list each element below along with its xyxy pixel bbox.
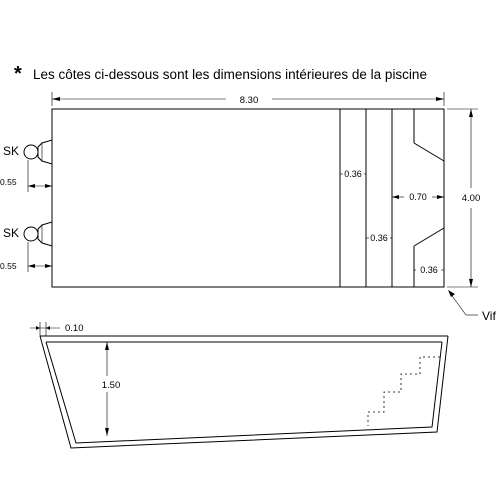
skimmer-offset-2: 0.55 <box>0 261 17 271</box>
pool-outline <box>51 108 445 288</box>
step-dimensions: 0.36 0.36 0.70 0.36 <box>340 169 444 275</box>
corner-leader: Vif <box>448 290 496 323</box>
skimmer-offset-1: 0.55 <box>0 177 17 187</box>
pool-section-inner <box>45 341 443 444</box>
note-text: Les côtes ci-dessous sont les dimensions… <box>33 67 427 82</box>
width-dimension: 4.00 <box>447 108 481 288</box>
step-dim-3: 0.70 <box>409 192 427 202</box>
length-label: 8.30 <box>240 95 259 106</box>
steps-plan <box>339 109 445 287</box>
skimmer-2-icon <box>23 226 39 242</box>
step-dim-2: 0.36 <box>370 233 388 243</box>
section-view: 0.10 1.50 <box>30 322 449 449</box>
wall-thickness-label: 0.10 <box>65 323 84 334</box>
depth-label: 1.50 <box>102 380 121 391</box>
length-dimension: 8.30 <box>51 92 445 106</box>
depth-dimension: 1.50 <box>102 342 121 436</box>
width-label: 4.00 <box>462 193 481 204</box>
skimmer-label-1: SK <box>3 144 19 158</box>
note-asterisk: * <box>14 63 22 85</box>
step-dim-1: 0.36 <box>344 169 362 179</box>
pool-section-outer <box>39 335 449 449</box>
wall-thickness-dimension: 0.10 <box>30 322 84 336</box>
step-dim-4: 0.36 <box>420 265 438 275</box>
skimmer-label-2: SK <box>3 226 19 240</box>
skimmer-2: SK 0.55 <box>0 221 53 272</box>
skimmer-1-icon <box>23 144 39 160</box>
skimmer-1: SK 0.55 <box>0 139 53 192</box>
corner-label: Vif <box>482 309 496 323</box>
section-steps <box>367 356 440 426</box>
plan-view: 8.30 4.00 0.36 <box>0 92 496 323</box>
